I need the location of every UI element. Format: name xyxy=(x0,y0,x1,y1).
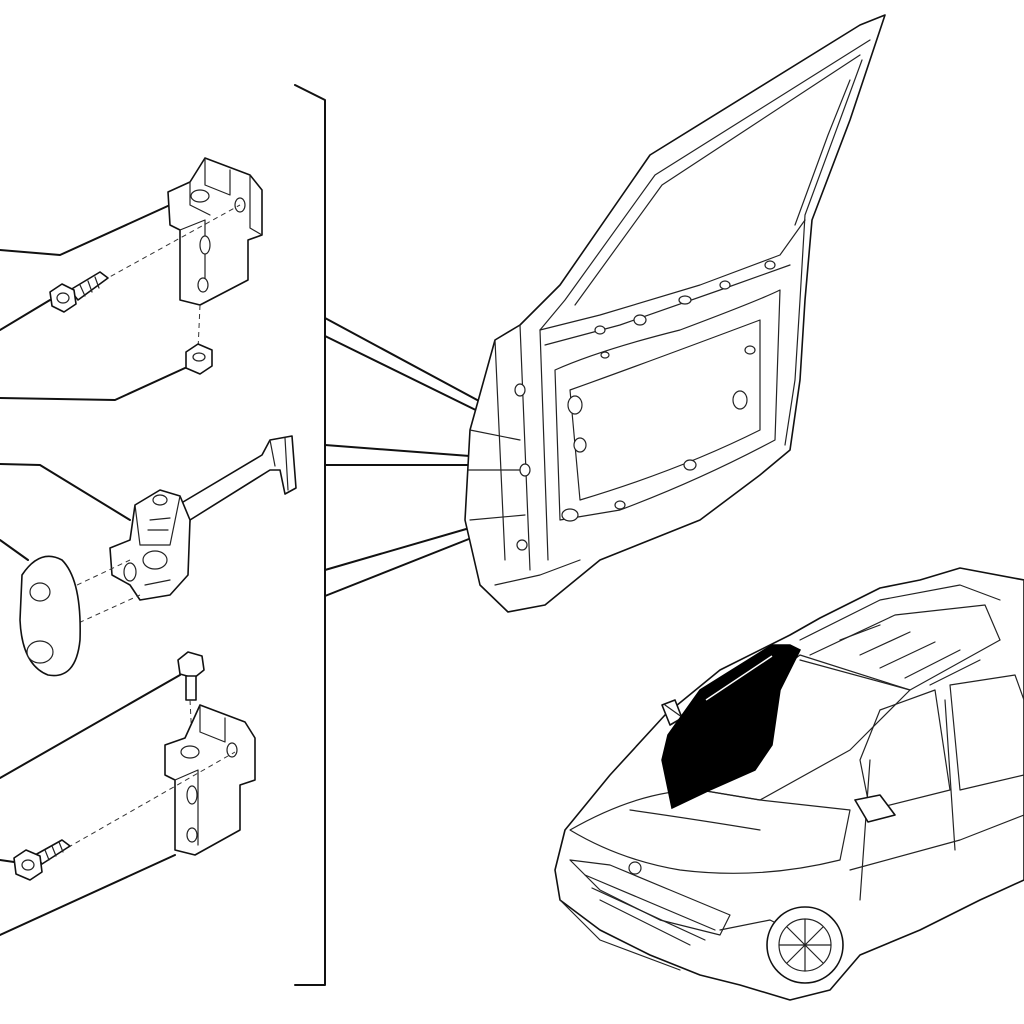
upper-hinge-icon xyxy=(167,157,263,306)
leader-lower-side-bolt xyxy=(0,859,15,863)
gasket-icon xyxy=(19,555,81,677)
highlighted-front-door xyxy=(661,644,802,810)
car-door-icon xyxy=(464,14,886,613)
bracket-line xyxy=(294,84,326,986)
assembly-axis-1 xyxy=(94,204,241,286)
group-bracket xyxy=(294,84,497,986)
assembly-axis-5 xyxy=(189,699,193,741)
lower-bolt-icon xyxy=(177,651,205,701)
bolt-icon xyxy=(49,271,109,313)
leader-upper-bolt xyxy=(0,299,51,331)
leader-lines xyxy=(0,204,186,936)
bracket-leader-1 xyxy=(324,317,493,409)
leader-upper-nut xyxy=(0,367,186,401)
pickup-truck-icon xyxy=(554,567,1024,1001)
hex-nut-icon xyxy=(185,343,213,375)
bracket-leader-2 xyxy=(324,335,493,419)
assembly-axis-6 xyxy=(59,751,236,853)
highlighted-door-window-line xyxy=(705,655,773,701)
door-check-icon xyxy=(109,435,297,601)
lower-side-bolt-icon xyxy=(13,839,71,881)
bracket-leader-5 xyxy=(324,524,481,571)
assembly-axis-2 xyxy=(197,304,201,351)
lower-hinge-icon xyxy=(164,704,256,856)
leader-upper-hinge xyxy=(0,204,171,256)
bracket-leader-6 xyxy=(324,532,485,597)
leader-lower-hinge xyxy=(0,854,176,936)
leader-check-strap xyxy=(0,463,131,521)
leader-check-gasket xyxy=(0,539,29,561)
leader-lower-bolt xyxy=(0,674,181,779)
bracket-leader-3 xyxy=(324,444,497,459)
